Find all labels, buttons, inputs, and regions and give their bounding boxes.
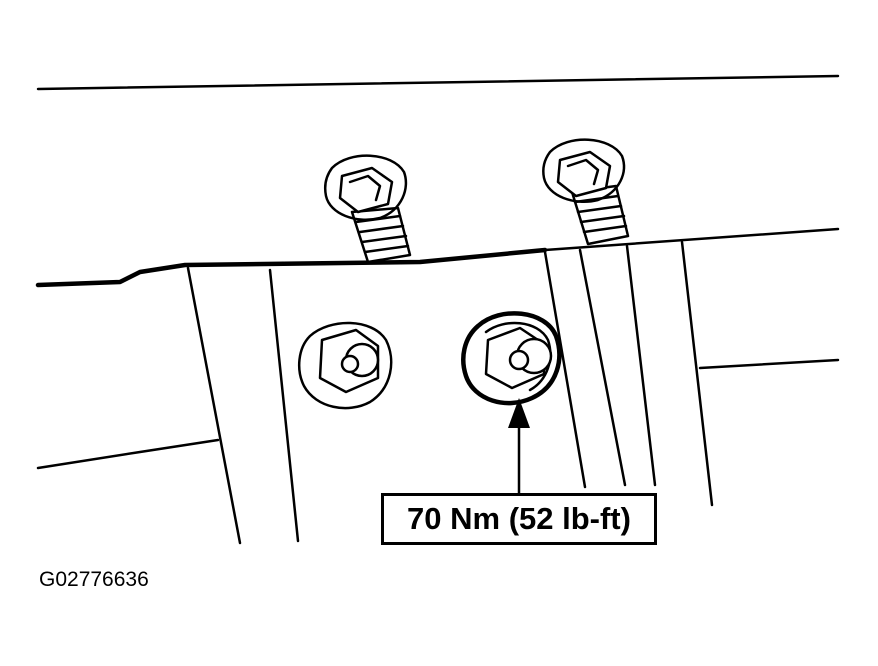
bolt-thread-icon: [350, 206, 412, 264]
top-bolt-right: [542, 138, 630, 246]
edge-line-6: [680, 240, 714, 507]
bolt-head-icon: [338, 166, 394, 214]
edge-line-4: [578, 248, 627, 487]
nut-washer-icon: [461, 311, 562, 406]
right-member-lower-edge: [698, 358, 840, 370]
nut-left: [297, 321, 393, 410]
torque-spec-label: 70 Nm (52 lb-ft): [407, 501, 631, 536]
figure-id-label: G02776636: [39, 568, 149, 591]
edge-line-2: [268, 268, 300, 543]
edge-line-3: [543, 250, 587, 489]
edge-line-5: [625, 244, 657, 487]
nut-right: [461, 311, 562, 406]
edge-line-1: [186, 266, 242, 545]
upper-rail-edge: [36, 74, 840, 91]
top-bolt-left: [324, 154, 412, 264]
left-member-lower-edge: [36, 438, 220, 470]
bolt-washer-icon: [324, 154, 408, 221]
rear-plate-top-edge: [543, 227, 840, 252]
bracket-top-edge: [35, 247, 548, 288]
bolt-washer-icon: [542, 138, 626, 203]
arrow-head-icon: [508, 398, 530, 428]
torque-spec-callout: 70 Nm (52 lb-ft): [381, 493, 657, 545]
nut-washer-icon: [297, 321, 393, 410]
bolt-head-icon: [556, 150, 612, 198]
